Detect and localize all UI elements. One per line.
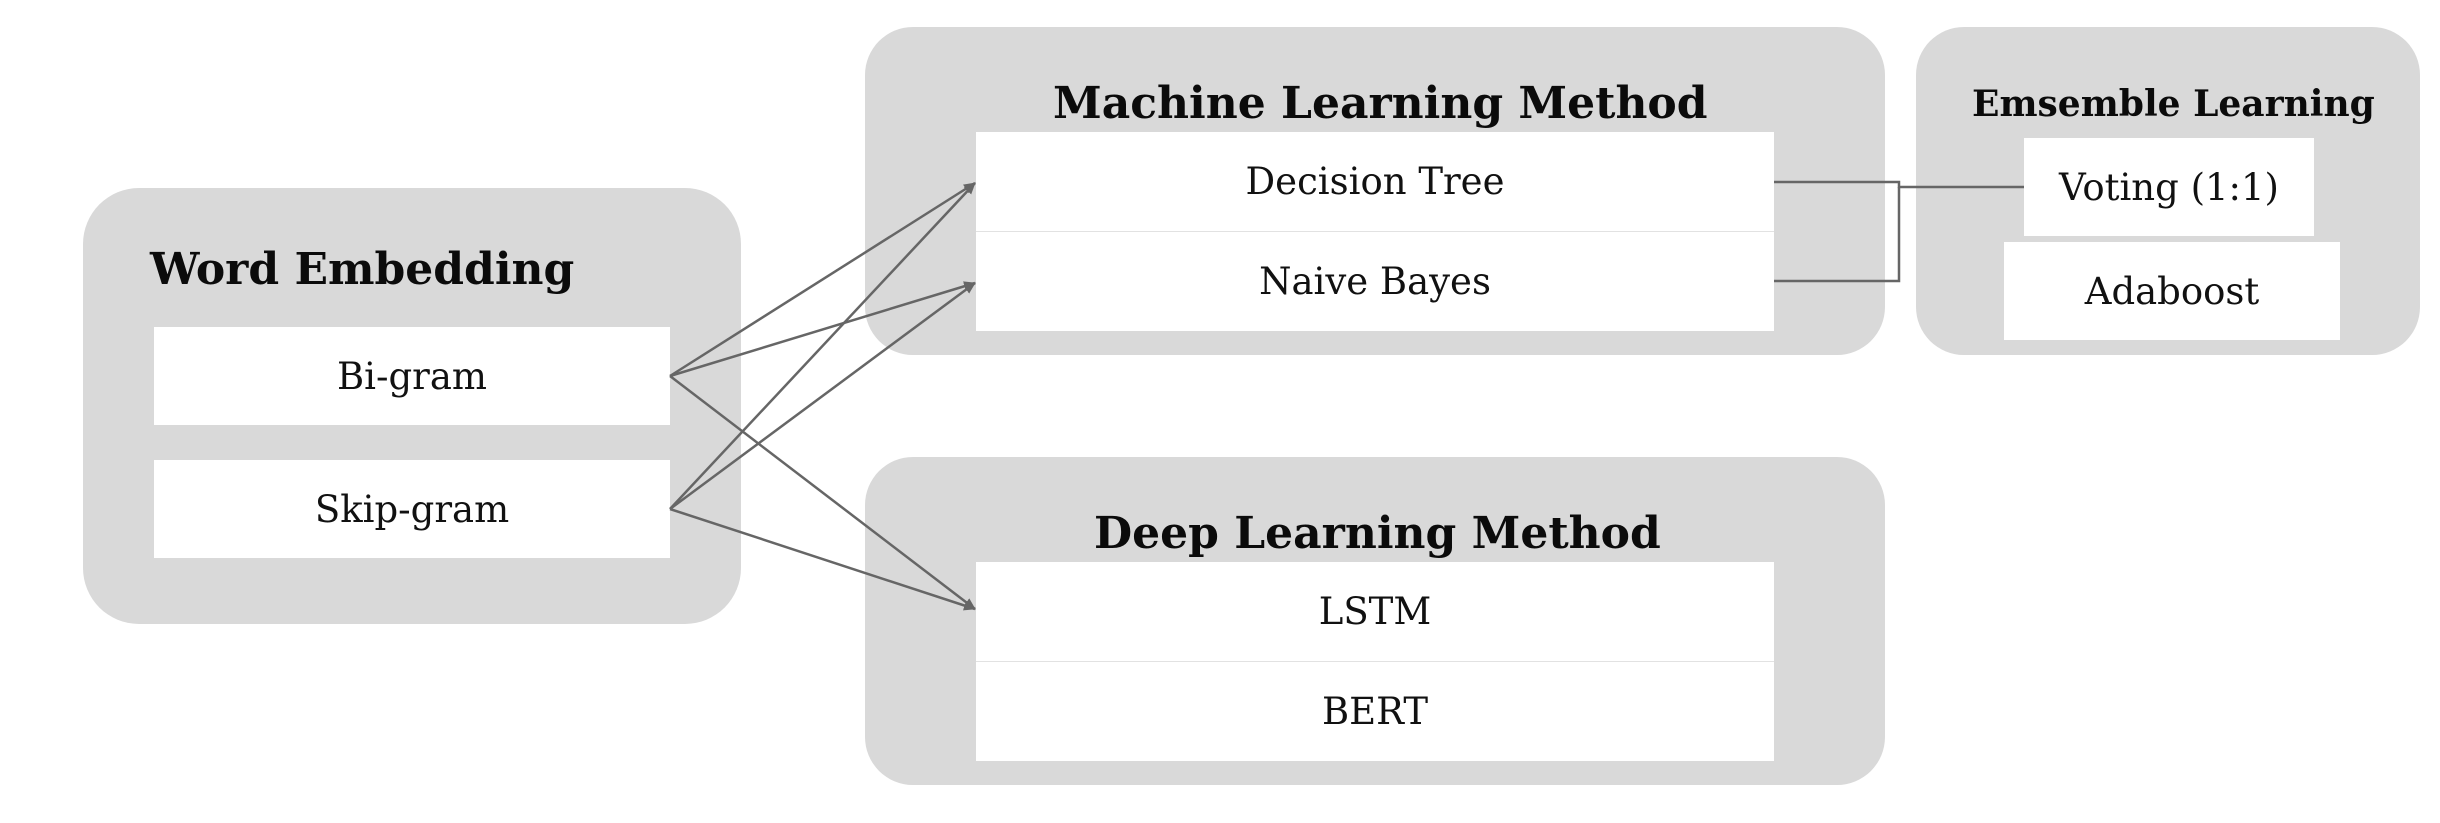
connector-naive-bayes-to-voting [1774, 187, 1901, 283]
decision-tree-label: Decision Tree [1245, 160, 1505, 203]
skipgram-label: Skip-gram [314, 487, 510, 531]
voting-box: Voting (1:1) [2024, 138, 2314, 236]
skipgram-box: Skip-gram [154, 460, 670, 558]
connector-decision-tree-to-voting [1774, 180, 2024, 189]
arrow-skipgram-to-naive-bayes [669, 281, 976, 511]
ensemble-title: Emsemble Learning [1972, 83, 2375, 125]
ml-divider [976, 231, 1774, 232]
bigram-label: Bi-gram [336, 354, 488, 398]
word-embedding-title: Word Embedding [150, 244, 575, 295]
arrow-skipgram-to-decision-tree [669, 182, 976, 510]
bert-label: BERT [1321, 690, 1429, 733]
ensemble-connector [1774, 180, 2024, 283]
bert-box: BERT [976, 662, 1774, 761]
naive-bayes-box: Naive Bayes [976, 232, 1774, 331]
voting-label: Voting (1:1) [2059, 165, 2279, 209]
arrow-bigram-to-lstm [669, 375, 976, 610]
lstm-box: LSTM [976, 562, 1774, 661]
arrow-bigram-to-naive-bayes [669, 281, 976, 378]
lstm-label: LSTM [1318, 590, 1432, 633]
arrow-skipgram-to-lstm [669, 507, 976, 611]
dl-divider [976, 661, 1774, 662]
arrow-bigram-to-decision-tree [669, 181, 976, 378]
decision-tree-box: Decision Tree [976, 132, 1774, 231]
adaboost-box: Adaboost [2004, 242, 2340, 340]
machine-learning-title: Machine Learning Method [1053, 78, 1708, 129]
bigram-box: Bi-gram [154, 327, 670, 425]
embedding-arrows [669, 181, 976, 611]
naive-bayes-label: Naive Bayes [1259, 260, 1491, 303]
deep-learning-title: Deep Learning Method [1094, 508, 1661, 559]
adaboost-label: Adaboost [2084, 269, 2260, 313]
